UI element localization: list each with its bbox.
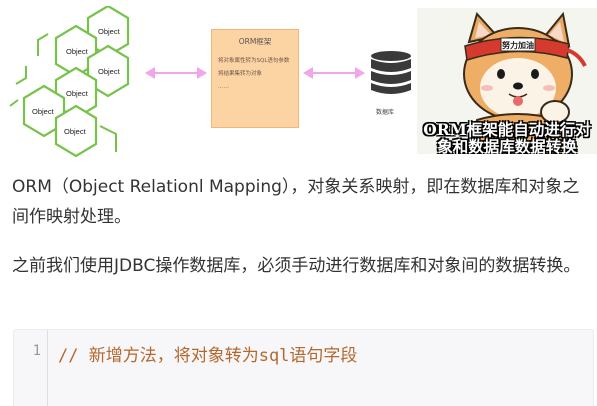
line-number: 1 [32,343,41,359]
object-hexagon-graphic: Object Object Object Object Object Objec… [9,6,130,158]
shiba-dog-illustration: 努力加油 [463,11,587,154]
hexagon [22,84,66,138]
hexagon-label: Object [66,47,89,56]
orm-diagram-figure: Object Object Object Object Object Objec… [0,0,597,162]
hexagon-fragment [15,66,27,85]
hexagon-label: Object [32,107,55,116]
shiba-meme-image: 努力加油 ORM框架能自动进行对 象和数据库数据转换 [417,8,597,154]
orm-box-line: …… [218,84,229,90]
hexagon-fragment [99,125,117,152]
headband-text: 努力加油 [502,40,534,50]
database-icon [371,51,411,94]
orm-box-line: 将结果集转为对象 [218,71,263,77]
double-arrow-icon [303,67,365,79]
line-number-gutter: 1 [14,330,48,406]
orm-box-line: 将对象属性转为SQL语句参数 [218,58,290,64]
orm-framework-box: ORM框架 将对象属性转为SQL语句参数 将结果集转为对象 …… [211,29,299,128]
double-arrow-icon [145,67,207,79]
database-label: 数据库 [376,109,395,116]
hexagon-fragment [9,99,19,107]
hexagon [54,104,98,158]
jdbc-paragraph: 之前我们使用JDBC操作数据库，必须手动进行数据库和对象间的数据转换。 [12,256,581,276]
code-block: 1 // 新增方法，将对象转为sql语句字段 [13,329,594,406]
hexagon [86,44,130,98]
hexagon-label: Object [66,89,89,98]
meme-caption: 象和数据库数据转换 [437,137,577,154]
hexagon-label: Object [98,67,121,76]
orm-definition-paragraph: ORM（Object Relationl Mapping），对象关系映射，即在数… [12,177,580,227]
hexagon-label: Object [64,127,87,136]
orm-box-title: ORM框架 [238,37,272,46]
code-comment-line[interactable]: // 新增方法，将对象转为sql语句字段 [58,346,358,366]
hexagon-label: Object [98,27,121,36]
meme-caption: ORM框架能自动进行对 [423,120,591,139]
hexagon-fragment [37,33,49,56]
